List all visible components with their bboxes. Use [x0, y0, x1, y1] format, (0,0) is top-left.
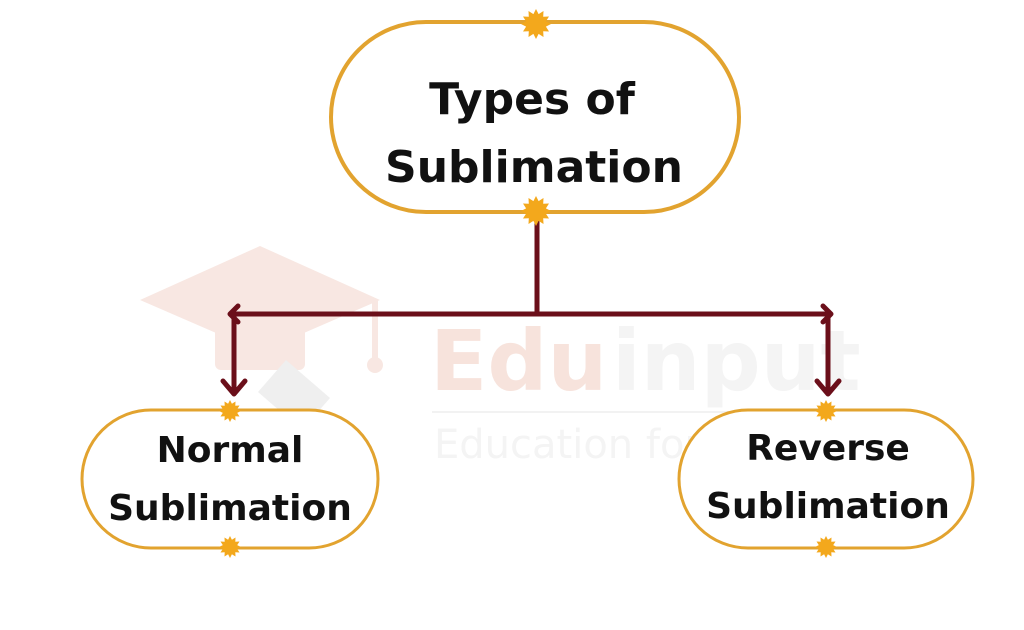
node-root-title-line2: Sublimation — [385, 142, 683, 193]
burst-icon-right-top — [815, 400, 837, 422]
burst-decorations — [219, 9, 837, 558]
arrowheads — [220, 303, 842, 397]
burst-icon-right-bottom — [815, 536, 837, 558]
graduation-cap-icon — [140, 246, 383, 373]
node-types-of-sublimation: Types of Sublimation — [329, 20, 741, 214]
arrow-tick-left — [227, 303, 241, 325]
burst-icon-root-bottom — [521, 196, 551, 226]
burst-icon-left-top — [219, 400, 241, 422]
node-right-title-line1: Reverse — [746, 428, 910, 469]
node-right-title-line2: Sublimation — [706, 486, 950, 527]
node-normal-sublimation: Normal Sublimation — [80, 408, 380, 550]
connectors — [231, 219, 833, 396]
node-left-title-line1: Normal — [157, 430, 304, 471]
node-root-title-line1: Types of — [429, 74, 636, 125]
arrow-down-icon-right — [814, 378, 842, 397]
arrow-tick-right — [820, 303, 834, 325]
node-left-title-line2: Sublimation — [108, 488, 352, 529]
burst-icon-left-bottom — [219, 536, 241, 558]
watermark-brand-edu: Edu — [430, 312, 607, 410]
burst-icon-root-top — [521, 9, 551, 39]
arrow-down-icon-left — [220, 378, 248, 397]
watermark-brand-input: input — [612, 312, 861, 410]
node-reverse-sublimation: Reverse Sublimation — [677, 408, 975, 550]
